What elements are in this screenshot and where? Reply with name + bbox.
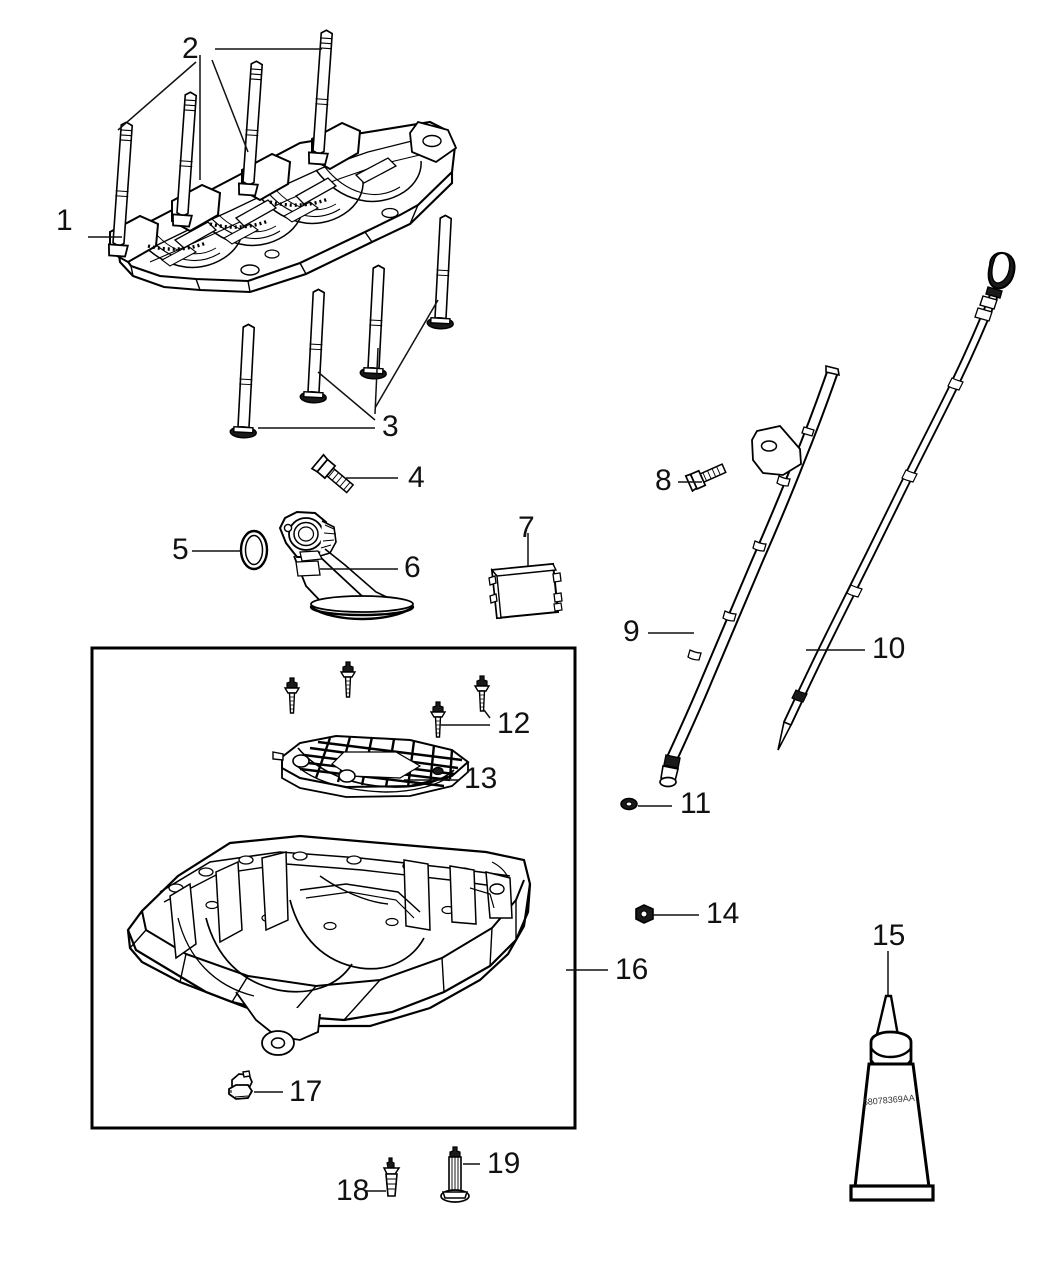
callout-label-16: 16 — [615, 953, 649, 986]
callout-label-12: 12 — [497, 707, 531, 740]
callout-label-19: 19 — [487, 1147, 521, 1180]
callout-label-9: 9 — [623, 615, 640, 648]
callout-label-10: 10 — [872, 632, 906, 665]
oil-pickup-o-ring — [239, 529, 269, 571]
inset-frame — [90, 646, 577, 1130]
baffle-screws — [283, 661, 491, 738]
oil-dipstick-tube — [659, 364, 840, 788]
windage-tray-part — [109, 120, 458, 294]
callout-label-4: 4 — [408, 461, 425, 494]
oil-pickup-tube — [278, 510, 415, 621]
sealant-part-number-text: 68078369AA — [862, 1093, 915, 1107]
oil-pan-baffle — [272, 734, 470, 798]
oil-pan-bolt-medium — [440, 1146, 470, 1203]
callout-label-11: 11 — [680, 787, 712, 820]
dipstick-tube-o-ring — [620, 797, 638, 811]
oil-level-dipstick — [777, 251, 1016, 751]
callout-label-8: 8 — [655, 464, 672, 497]
callout-label-17: 17 — [289, 1075, 323, 1108]
oil-pan-nut — [635, 904, 654, 924]
callout-label-6: 6 — [404, 551, 421, 584]
dipstick-tube-bolt — [684, 463, 727, 493]
callout-label-5: 5 — [172, 533, 189, 566]
callout-label-13: 13 — [464, 762, 498, 795]
callout-leader-lines — [88, 48, 889, 1192]
oil-drain-plug — [228, 1070, 254, 1100]
callout-label-14: 14 — [706, 897, 740, 930]
access-cover-plate — [488, 562, 563, 620]
callout-label-18: 18 — [336, 1174, 370, 1207]
callout-label-3: 3 — [382, 410, 399, 443]
oil-pickup-tube-bolt — [310, 453, 355, 494]
callout-label-2: 2 — [182, 32, 199, 65]
oil-pan-screw-short — [382, 1157, 401, 1197]
callout-label-15: 15 — [872, 919, 906, 952]
callout-label-1: 1 — [56, 204, 73, 237]
engine-oil-pan — [126, 834, 532, 1056]
rtv-sealant-tube: 68078369AA — [849, 994, 935, 1202]
callout-label-7: 7 — [518, 511, 535, 544]
